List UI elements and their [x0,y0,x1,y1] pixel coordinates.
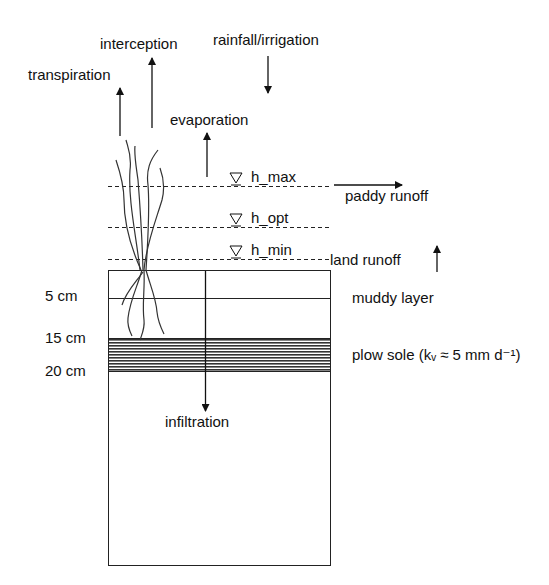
evaporation-arrow [206,133,207,177]
diagram-label: 15 cm [45,329,86,347]
plow-sole-bottom [108,371,331,372]
infiltration-arrow [205,271,206,411]
level-triangle [230,173,242,183]
plow-sole-top [108,338,331,339]
plant-stem [146,150,158,270]
diagram-label: infiltration [165,413,229,431]
diagram-label: transpiration [28,66,111,84]
level-tick [231,185,241,186]
diagram-label: interception [100,35,178,53]
diagram-label: 5 cm [45,287,78,305]
diagram-label: h_max [251,168,296,186]
plow-sole-band [109,338,330,371]
interception-arrow [151,58,152,128]
h-max-line [108,186,330,187]
rice-plant [116,140,164,340]
diagram-label: h_min [251,241,292,259]
level-tick [231,258,241,259]
diagram-label: paddy runoff [345,187,428,205]
plant-root [122,272,143,305]
diagram-label: h_opt [251,209,289,227]
plant-stem [116,160,141,270]
level-triangle [230,246,242,256]
land-runoff-arrow [436,246,437,272]
transpiration-arrow [119,88,120,136]
plant-root [128,270,142,336]
h-min-line [108,259,330,260]
diagram-label: land runoff [330,251,401,269]
plant-stem [144,168,163,270]
plant-stem [135,146,143,270]
paddy-runoff-arrow [334,184,402,185]
plant-root [146,270,164,334]
soil-column [109,271,331,566]
diagram-label: muddy layer [352,289,434,307]
rainfall-arrow [267,56,268,93]
muddy-layer-boundary [108,298,331,299]
diagram-label: 20 cm [45,362,86,380]
plant-root [140,270,144,340]
diagram-label: evaporation [170,111,248,129]
diagram-label: rainfall/irrigation [213,31,319,49]
diagram-label: plow sole (kᵥ ≈ 5 mm d⁻¹) [352,346,521,364]
level-triangle [230,214,242,224]
level-tick [231,226,241,227]
